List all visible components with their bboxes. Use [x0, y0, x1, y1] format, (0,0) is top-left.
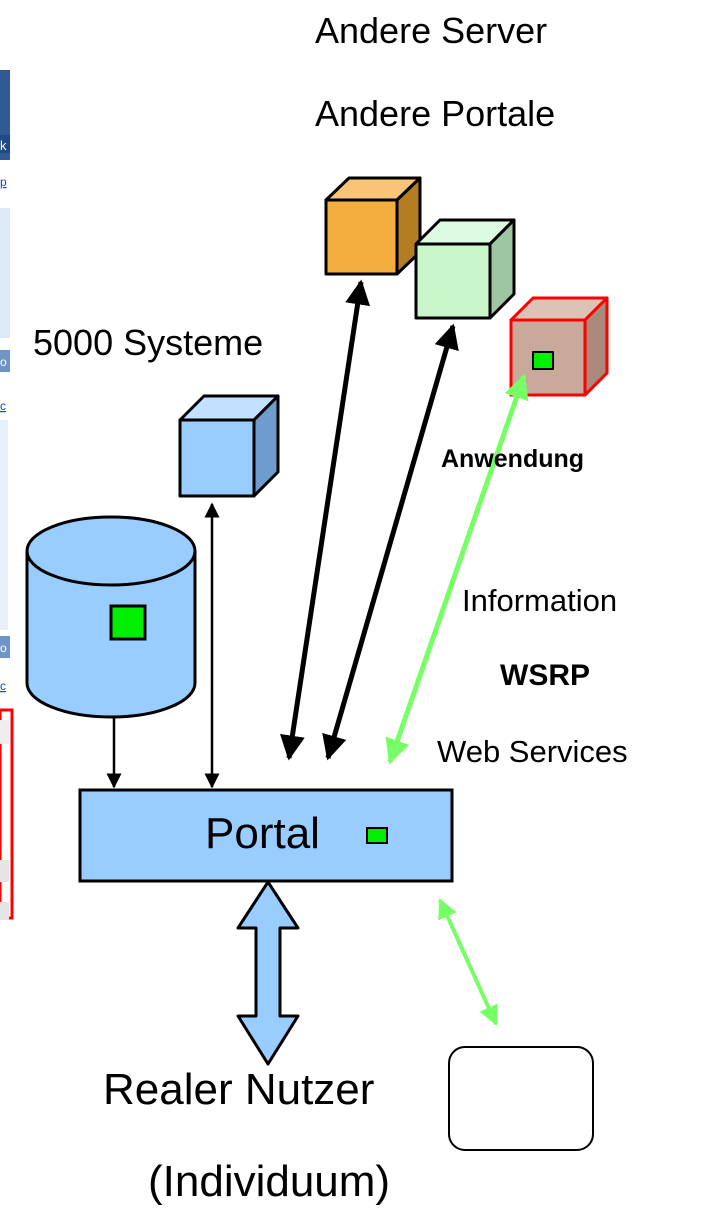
green-square-icon	[366, 827, 388, 844]
blue-cube	[178, 394, 280, 498]
green-square-icon	[532, 351, 554, 370]
svg-text:o: o	[0, 641, 7, 655]
user-device-box	[448, 1046, 594, 1151]
orange-cube	[324, 176, 422, 276]
screenshot-fragment: k p o c o c	[0, 70, 14, 920]
arrow-portal-device	[438, 898, 498, 1026]
svg-text:k: k	[0, 138, 7, 153]
light-green-cube	[414, 218, 516, 320]
label-systeme: 5000 Systeme	[33, 322, 264, 363]
label-web-services: Web Services	[437, 734, 628, 769]
svg-text:o: o	[0, 355, 7, 369]
label-andere-portale: Andere Portale	[315, 93, 556, 134]
label-individuum: (Individuum)	[148, 1157, 391, 1206]
label-information: Information	[462, 583, 618, 618]
svg-text:c: c	[0, 399, 6, 413]
label-anwendung: Anwendung	[441, 445, 585, 473]
svg-text:c: c	[0, 679, 6, 693]
application-cube	[509, 296, 609, 397]
arrow-wsrp	[385, 373, 529, 765]
database-cylinder	[25, 515, 197, 719]
label-portal: Portal	[205, 809, 320, 858]
label-realer-nutzer: Realer Nutzer	[103, 1065, 375, 1114]
label-andere-server: Andere Server	[315, 10, 548, 51]
svg-text:p: p	[0, 175, 7, 189]
green-square-icon	[109, 604, 147, 641]
user-double-arrow	[236, 880, 300, 1066]
label-wsrp: WSRP	[500, 659, 590, 692]
portal-box	[78, 788, 454, 883]
